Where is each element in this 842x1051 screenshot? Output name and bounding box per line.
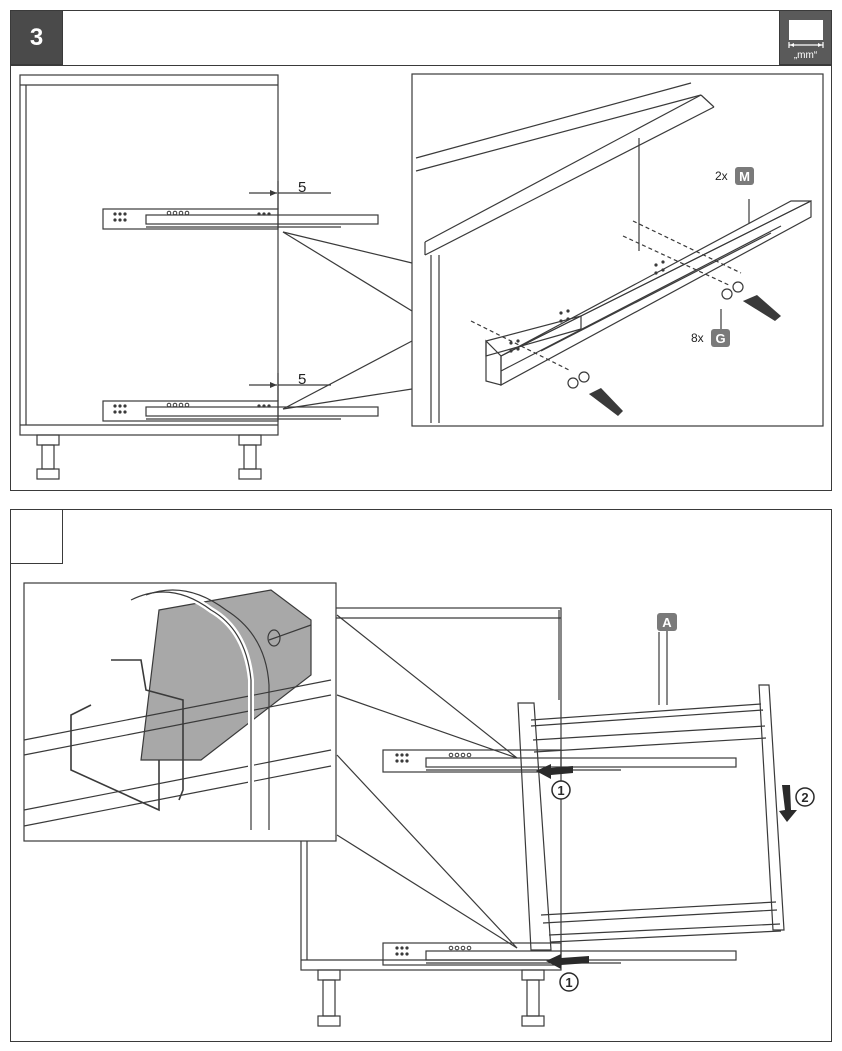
arrow-1-bottom-label: 1 [565, 975, 572, 990]
step-number-badge: 3 [11, 11, 63, 65]
part-a-badge [657, 613, 677, 631]
step-4-panel: A 1 1 2 [10, 509, 832, 1042]
part-a-label: A [662, 615, 672, 630]
cabinet-side-view: 5 5 [19, 74, 413, 480]
arrow-down-icon [779, 785, 797, 822]
unit-label: „mm“ [793, 50, 818, 61]
header-divider [11, 65, 831, 66]
step-number-badge [11, 510, 63, 564]
measurement-icon: „mm“ [779, 11, 831, 65]
step-marker-1-bottom [559, 972, 579, 992]
basket-installation-view: A 1 1 2 [23, 582, 815, 1027]
screw-m-letter: M [739, 169, 750, 184]
step-marker-2 [795, 787, 815, 807]
ruler-icon [788, 20, 824, 48]
arrow-1-top-label: 1 [557, 783, 564, 798]
dimension-label-bottom: 5 [298, 371, 306, 388]
screw-m-badge [735, 167, 754, 185]
arrow-2-label: 2 [801, 790, 808, 805]
screw-g-letter: G [715, 331, 725, 346]
screw-m-count: 2x [715, 169, 728, 183]
screw-g-badge [711, 329, 730, 347]
step-3-panel: 3 „mm“ [10, 10, 832, 491]
step-marker-1-top [551, 780, 571, 800]
arrow-left-icon [536, 764, 573, 779]
dimension-label-top: 5 [298, 179, 306, 196]
arrow-left-icon [546, 954, 589, 969]
screw-g-count: 8x [691, 331, 704, 345]
slide-mounting-detail: 2x M 8x G [411, 73, 824, 427]
